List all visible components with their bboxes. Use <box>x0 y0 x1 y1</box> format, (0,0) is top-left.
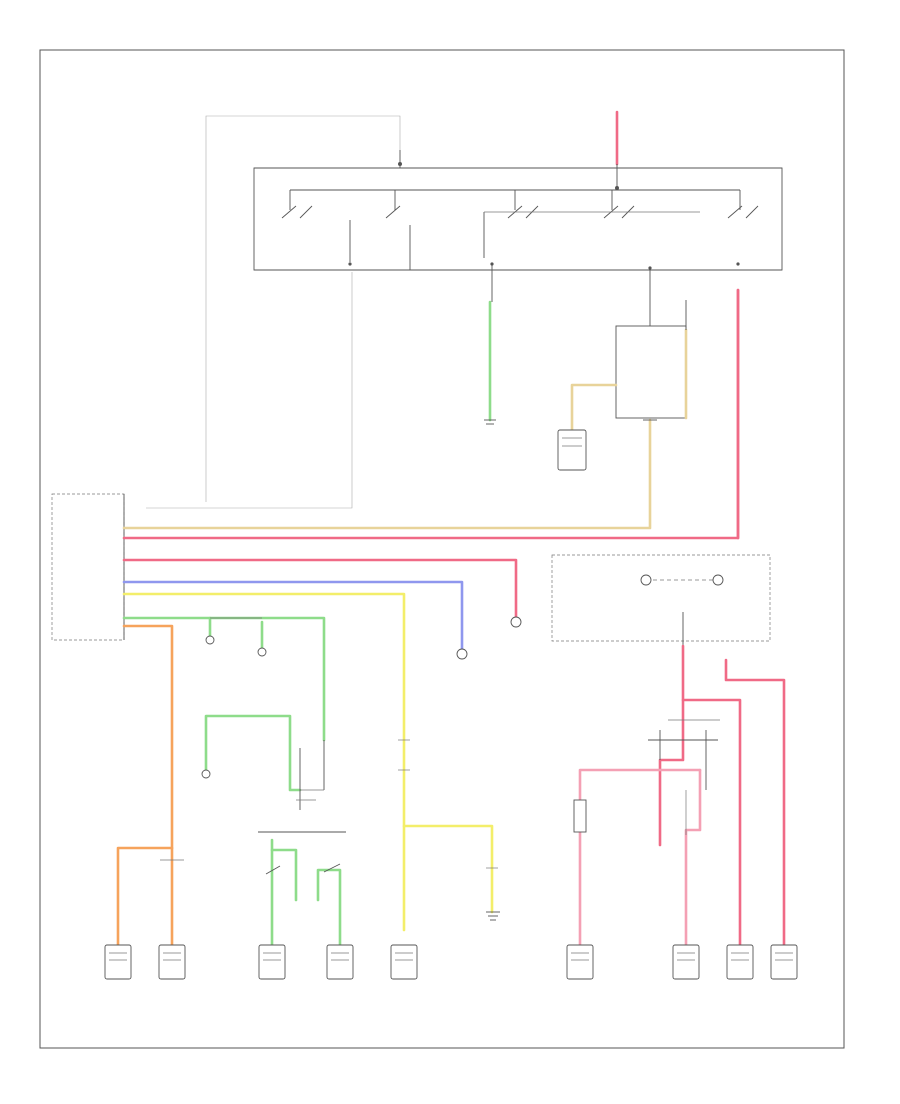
component-connector <box>158 944 186 980</box>
wire-blue <box>122 580 464 652</box>
bottom-connectors <box>104 944 798 980</box>
wire-red-relay-a <box>681 644 742 947</box>
fuse-switch <box>727 190 759 219</box>
fuse-block <box>253 162 783 271</box>
wire-tan-sensor <box>570 383 618 432</box>
wire-pink-left <box>578 768 702 947</box>
wire-red-bcm <box>122 288 740 540</box>
body-control-module <box>51 493 125 641</box>
component-connector <box>566 944 594 980</box>
wire-green-main <box>122 616 326 742</box>
inline-fuse <box>573 799 587 833</box>
wire-green-c <box>204 714 302 792</box>
wire-red-relay-b <box>724 658 786 947</box>
component-connector <box>390 944 418 980</box>
sensor-connector <box>557 429 587 471</box>
control-wire <box>205 115 401 502</box>
wire-green-e <box>270 848 298 902</box>
fuse-switch <box>507 190 539 219</box>
center-module <box>615 325 687 419</box>
wire-red-2 <box>122 558 518 620</box>
component-connector <box>770 944 798 980</box>
wire-yellow-branch <box>402 824 494 914</box>
wire-orange-branch <box>116 846 174 947</box>
wire-yellow <box>122 592 406 932</box>
component-connector <box>326 944 354 980</box>
wire-orange <box>122 624 174 947</box>
component-connector <box>258 944 286 980</box>
control-wire-2 <box>146 272 353 509</box>
diagram-border <box>39 49 845 1049</box>
wire-pink-mid <box>684 768 702 947</box>
wire-tan-bcm <box>122 418 652 530</box>
wire-red-relay-c <box>658 698 685 847</box>
component-connector <box>104 944 132 980</box>
wire-green-f <box>316 868 342 947</box>
fuse-switch <box>603 190 635 219</box>
fuse-switch <box>385 190 401 219</box>
fuse-switch <box>281 190 313 219</box>
component-connector <box>672 944 700 980</box>
relay-box <box>551 554 771 642</box>
component-connector <box>726 944 754 980</box>
fuse-block-outline <box>253 167 783 271</box>
